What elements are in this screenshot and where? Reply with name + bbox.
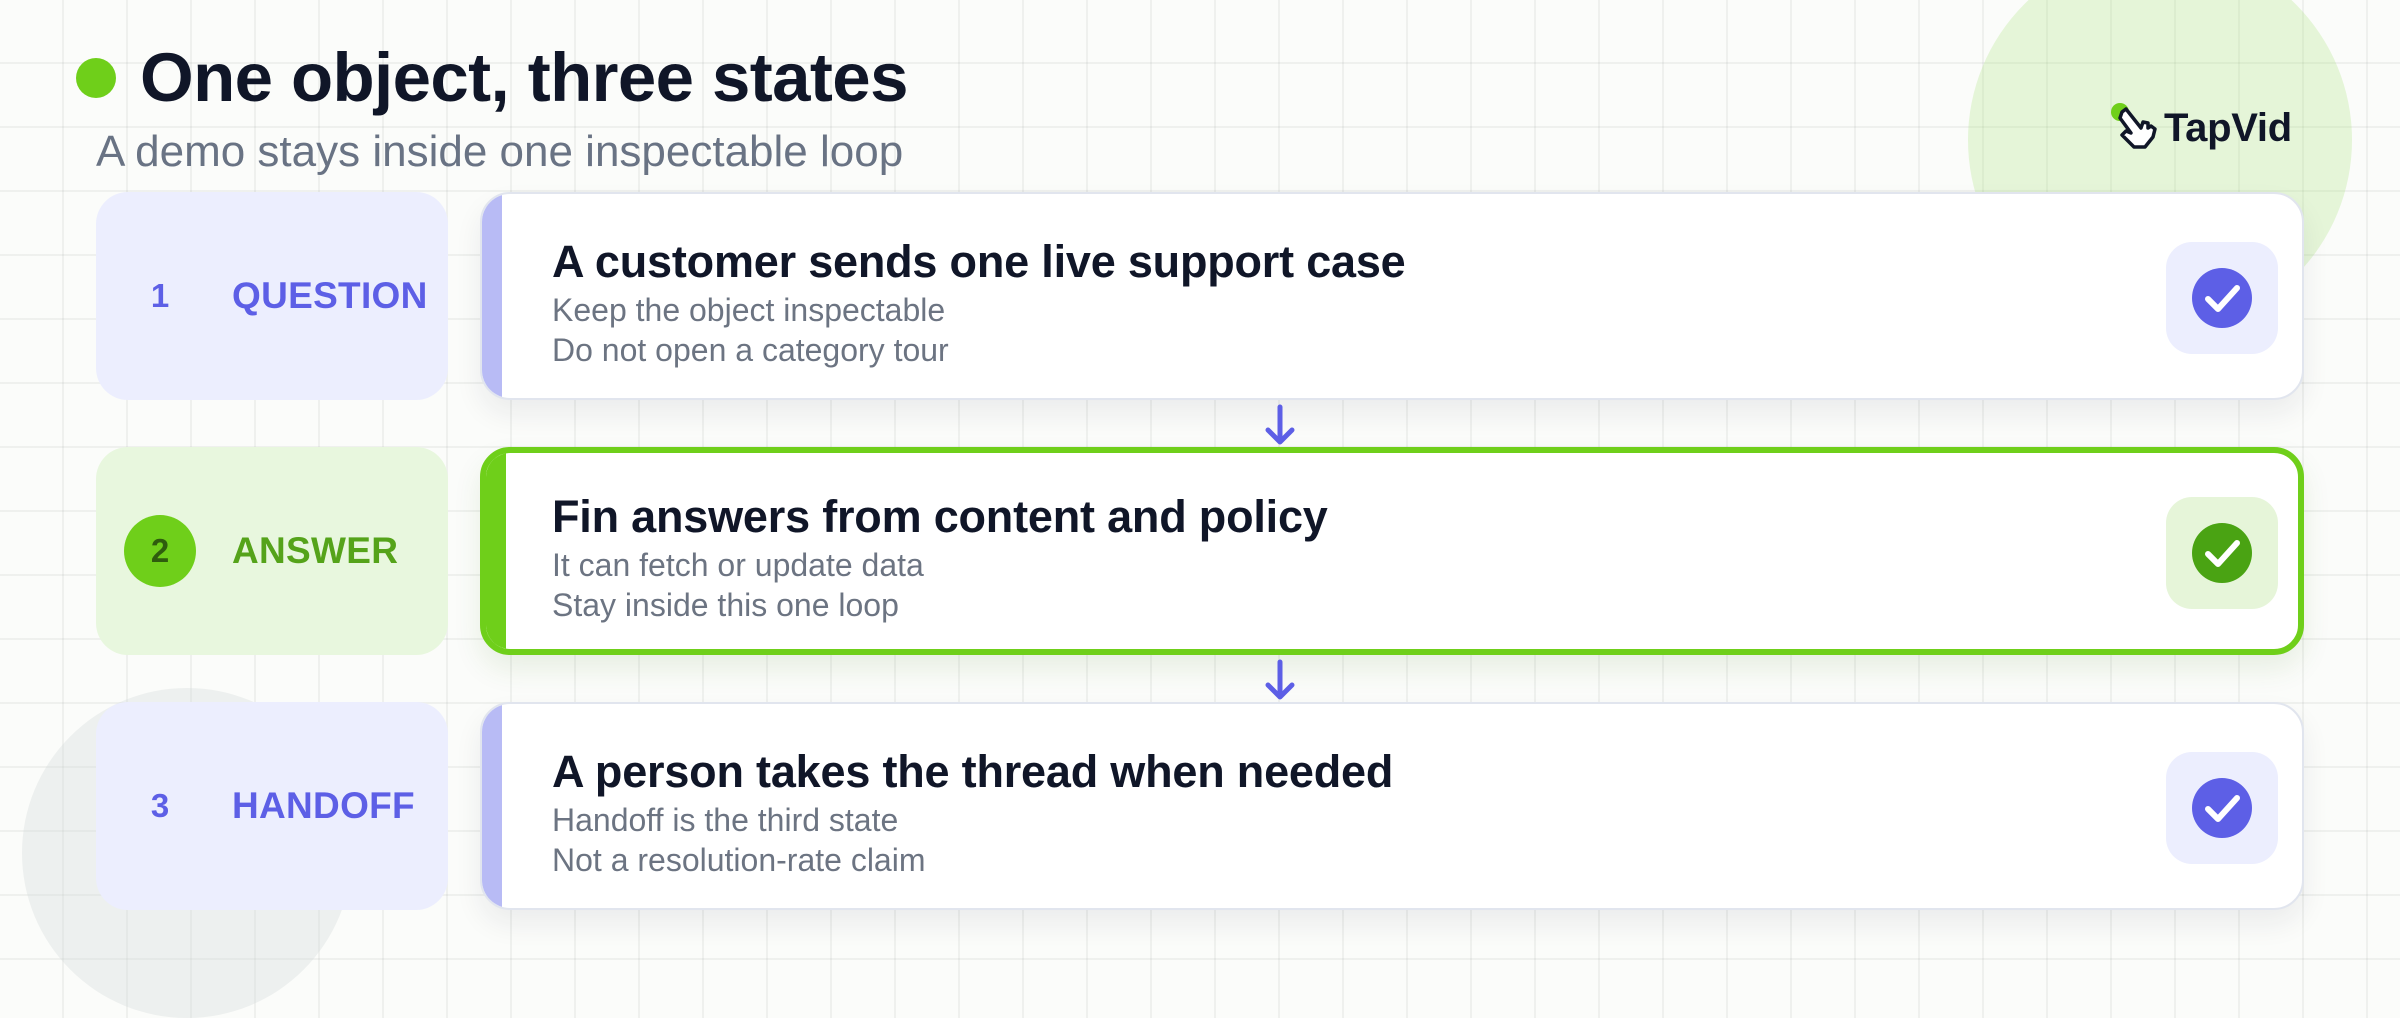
arrow-down-icon (1265, 404, 1295, 445)
step-name: HANDOFF (232, 785, 415, 826)
card-detail-line: It can fetch or update data (552, 547, 924, 583)
card-detail-line: Not a resolution-rate claim (552, 842, 926, 878)
step-label-answer: 2 ANSWER (96, 447, 448, 655)
card-accent-bar (482, 704, 502, 908)
step-number: 3 (150, 787, 170, 824)
card-heading: A person takes the thread when needed (552, 746, 1394, 797)
card-detail-line: Handoff is the third state (552, 802, 899, 838)
step-number: 2 (124, 515, 196, 587)
card-accent-bar (486, 453, 506, 649)
step-card-answer: Fin answers from content and policy It c… (480, 447, 2304, 655)
card-detail-line: Do not open a category tour (552, 332, 949, 368)
arrow-down-icon (1265, 659, 1295, 700)
card-heading: A customer sends one live support case (552, 236, 1406, 287)
tap-hand-icon (2110, 102, 2160, 154)
step-card-handoff: A person takes the thread when needed Ha… (480, 702, 2304, 910)
step-label-question: 1 QUESTION (96, 192, 448, 400)
step-row-question: 1 QUESTION A customer sends one live sup… (96, 192, 2304, 400)
card-detail-line: Stay inside this one loop (552, 587, 899, 623)
check-circle-icon (2166, 752, 2278, 864)
check-circle-icon (2166, 242, 2278, 354)
brand-name: TapVid (2164, 105, 2292, 150)
step-row-handoff: 3 HANDOFF A person takes the thread when… (96, 702, 2304, 910)
brand-logo: TapVid (2110, 102, 2292, 154)
step-row-answer: 2 ANSWER Fin answers from content and po… (96, 447, 2304, 655)
card-detail-line: Keep the object inspectable (552, 292, 946, 328)
card-accent-bar (482, 194, 502, 398)
step-name: QUESTION (232, 275, 428, 316)
step-label-handoff: 3 HANDOFF (96, 702, 448, 910)
step-number: 1 (150, 277, 170, 314)
header: One object, three states (76, 38, 908, 118)
card-heading: Fin answers from content and policy (552, 491, 1328, 542)
title-dot (76, 58, 116, 98)
step-name: ANSWER (232, 530, 399, 571)
check-circle-icon (2166, 497, 2278, 609)
page-subtitle: A demo stays inside one inspectable loop (96, 127, 904, 176)
step-card-question: A customer sends one live support case K… (480, 192, 2304, 400)
page-title: One object, three states (140, 39, 908, 116)
